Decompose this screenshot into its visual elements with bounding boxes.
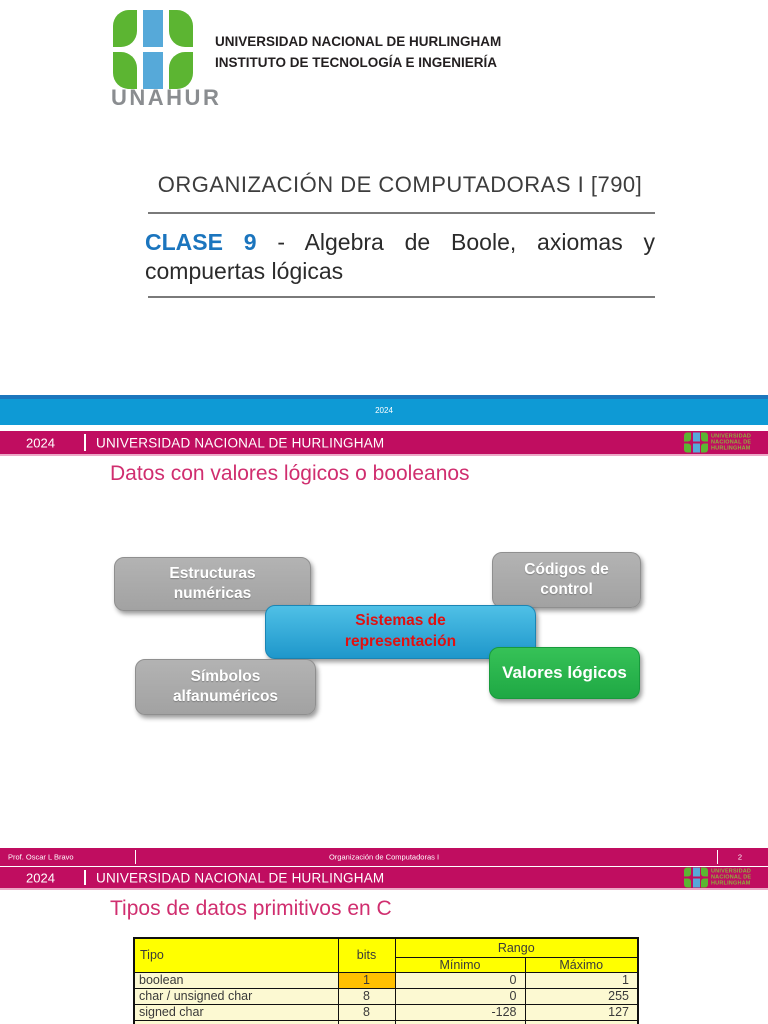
table-row-partial [133,1019,639,1024]
table-row: boolean 1 0 1 [133,971,639,989]
table-header-row: Tipo bits Rango [133,937,639,973]
diagram-box-simbolos-alfanumericos: Símbolos alfanuméricos [135,659,316,715]
diagram-box-sistemas-de-representacion: Sistemas de representación [265,605,536,659]
box-label-line: Sistemas de [355,612,446,630]
cell-min: -128 [394,1003,526,1021]
unahur-wordmark: UNAHUR [111,85,222,110]
cell-min: 0 [394,971,526,989]
box-label-line: representación [344,633,457,650]
divider-line [148,296,655,298]
slide2-header-bar: 2024 UNIVERSIDAD NACIONAL DE HURLINGHAM … [0,431,768,456]
divider-line [148,212,655,214]
slide2-title: Datos con valores lógicos o booleanos [110,462,470,485]
unahur-leaves-icon [684,867,708,888]
banner-dark-line [0,395,768,399]
institute-name: INSTITUTO DE TECNOLOGÍA E INGENIERÍA [215,55,498,70]
slide3-title: Tipos de datos primitivos en C [110,897,392,920]
header-separator [84,869,86,886]
box-label-line: Valores lógicos [502,663,627,682]
mini-logo-text: UNIVERSIDAD NACIONAL DE HURLINGHAM [711,868,751,887]
footer-page-number: 2 [737,852,743,862]
box-label-line: Estructuras [169,564,256,582]
cell-min: 0 [394,987,526,1005]
col-header-maximo: Máximo [524,956,639,973]
slide2-footer-bar: Prof. Oscar L Bravo Organización de Comp… [0,848,768,866]
diagram-box-estructuras-numericas: Estructuras numéricas [114,557,311,611]
mini-logo-line: NACIONAL DE [711,874,752,881]
box-label-line: control [540,581,593,598]
lecture-subject: - Algebra de Boole, axiomas y compuertas… [145,229,656,284]
mini-logo-text: UNIVERSIDAD NACIONAL DE HURLINGHAM [711,433,751,452]
box-label-line: numéricas [173,585,252,602]
cell-max: 127 [524,1003,639,1021]
unahur-logo-icon: UNIVERSIDAD NACIONAL DE HURLINGHAM [684,432,764,453]
table-row: char / unsigned char 8 0 255 [133,987,639,1005]
mini-logo-line: UNIVERSIDAD [711,868,752,874]
header-separator [84,433,86,452]
footer-separator [135,850,136,864]
diagram-box-codigos-de-control: Códigos de control [492,552,641,608]
footer-separator [717,850,718,864]
col-header-tipo: Tipo [133,937,339,973]
box-label-line: alfanuméricos [172,688,279,705]
header-university: UNIVERSIDAD NACIONAL DE HURLINGHAM [96,435,385,450]
cell-max: 255 [524,987,639,1005]
diagram-box-valores-logicos: Valores lógicos [489,647,640,699]
slide3-header-bar: 2024 UNIVERSIDAD NACIONAL DE HURLINGHAM … [0,867,768,890]
university-name: UNIVERSIDAD NACIONAL DE HURLINGHAM [215,34,502,49]
cell-max: 1 [524,971,639,989]
mini-logo-line: NACIONAL DE [711,439,752,446]
table-row: signed char 8 -128 127 [133,1003,639,1021]
col-header-bits: bits [337,937,396,973]
mini-logo-line: HURLINGHAM [711,445,751,452]
cell-tipo: boolean [133,971,339,989]
col-header-minimo: Mínimo [394,956,526,973]
unahur-logo-icon [113,10,193,89]
banner-year: 2024 [0,399,768,425]
lecture-title: CLASE 9 - Algebra de Boole, axiomas y co… [145,228,655,286]
table-subheader-row: Mínimo Máximo [134,956,639,973]
unahur-logo-icon: UNIVERSIDAD NACIONAL DE HURLINGHAM [684,867,764,888]
cell-tipo: signed char [133,1003,339,1021]
mini-logo-line: HURLINGHAM [711,880,751,887]
box-label-line: Códigos de [524,560,609,578]
mini-logo-line: UNIVERSIDAD [711,433,752,439]
header-year: 2024 [26,870,55,885]
footer-course: Organización de Computadoras I [328,852,440,862]
cell-bits: 8 [337,1003,396,1021]
cell-bits: 8 [337,987,396,1005]
lecture-number: CLASE 9 [145,229,257,255]
header-year: 2024 [26,435,55,450]
box-label-line: Símbolos [190,667,261,685]
slide1-footer-banner: 2024 [0,395,768,425]
primitive-types-table: Tipo bits Rango Mínimo Máximo boolean 1 … [133,937,639,1024]
unahur-leaves-icon [684,432,708,453]
footer-author: Prof. Oscar L Bravo [8,852,74,862]
col-header-rango: Rango [394,937,639,958]
cell-bits-highlighted: 1 [337,971,396,989]
cell-tipo: char / unsigned char [133,987,339,1005]
course-title: ORGANIZACIÓN DE COMPUTADORAS I [790] [157,172,643,197]
header-university: UNIVERSIDAD NACIONAL DE HURLINGHAM [96,870,385,885]
